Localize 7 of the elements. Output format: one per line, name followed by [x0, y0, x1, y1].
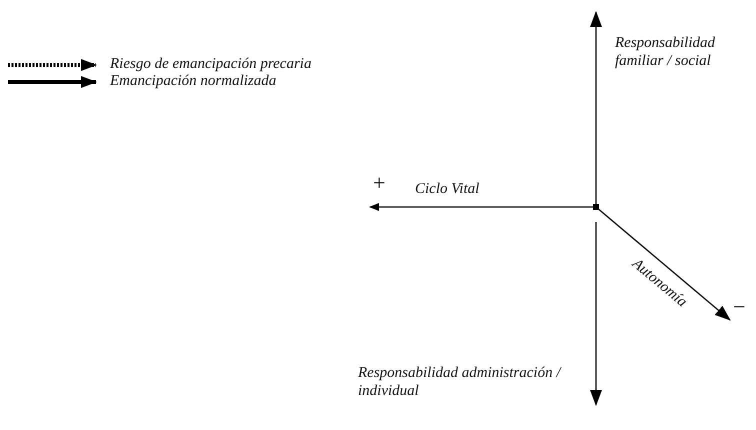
legend-label: Emancipación normalizada — [110, 72, 276, 90]
plus-sign: + — [373, 172, 386, 194]
axis-label: Responsabilidad familiar / social — [615, 34, 716, 70]
minus-sign: − — [733, 296, 746, 318]
legend-label: Riesgo de emancipación precaria — [110, 55, 312, 73]
axis-label: Responsabilidad administración / individual — [358, 364, 562, 400]
axis-label: Ciclo Vital — [415, 180, 480, 198]
